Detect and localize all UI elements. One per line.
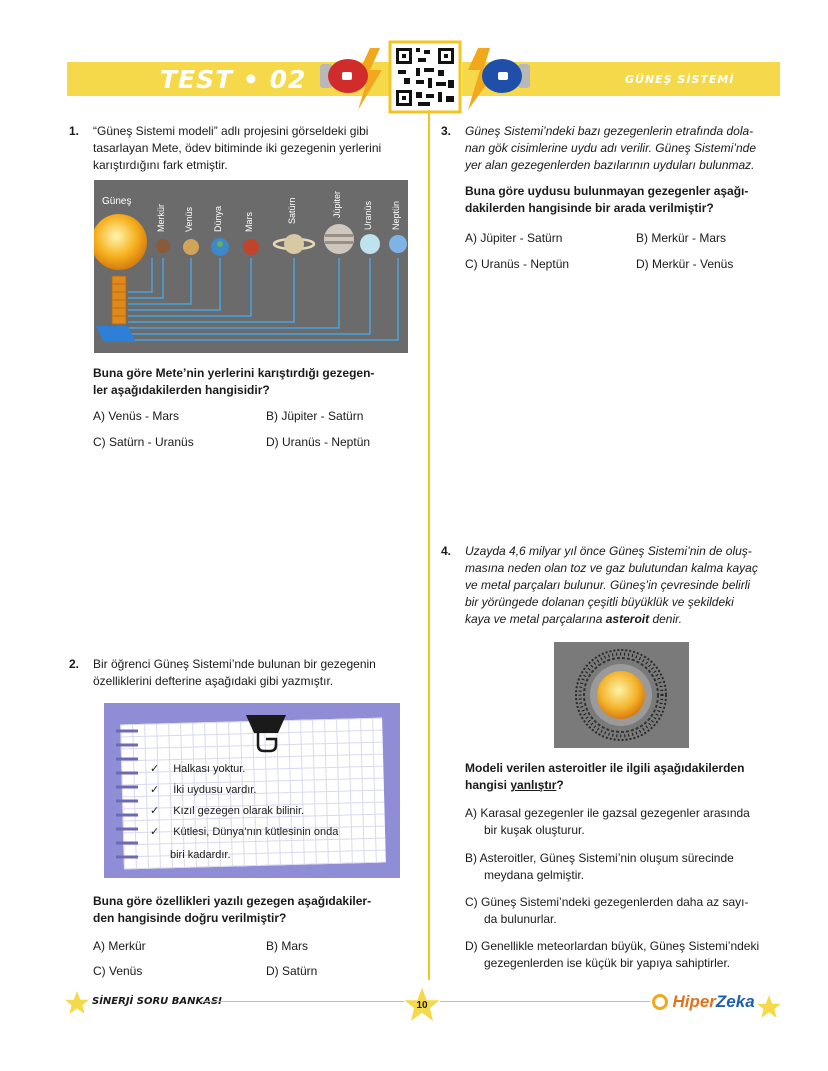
- note-line-2: ✓İki uydusu vardır.: [150, 784, 257, 796]
- topic-label: GÜNEŞ SİSTEMİ: [625, 73, 735, 86]
- q4-option-c[interactable]: C) Güneş Sistemi’ndeki gezegenlerden dah…: [465, 895, 749, 926]
- q2-notebook-figure: ✓Halkası yoktur. ✓İki uydusu vardır. ✓Kı…: [104, 703, 400, 878]
- star-right-icon: [757, 995, 781, 1018]
- spiral-binding: [116, 729, 138, 859]
- brand-logo: HiperZeka: [652, 992, 755, 1012]
- q3-number: 3.: [441, 124, 452, 138]
- q2-stem: Bir öğrenci Güneş Sistemi’nde bulunan bi…: [93, 657, 376, 688]
- star-left-icon: [65, 991, 89, 1014]
- red-boxing-glove-icon: [320, 59, 368, 93]
- q4-asteroid-belt-figure: [554, 642, 689, 748]
- test-label: TEST • 02: [160, 65, 307, 94]
- page-number: 10: [416, 1000, 428, 1011]
- q3-option-d[interactable]: D) Merkür - Venüs: [636, 257, 734, 271]
- planet-label-venus: Venüs: [184, 206, 194, 232]
- blue-boxing-glove-icon: [482, 59, 530, 93]
- series-title: SİNERJİ SORU BANKASI: [92, 996, 222, 1007]
- q4-question: Modeli verilen asteroitler ile ilgili aş…: [465, 761, 745, 792]
- page-number-star-icon: [404, 987, 440, 1021]
- planet-label-merkur: Merkür: [156, 203, 166, 232]
- note-line-3: ✓Kızıl gezegen olarak bilinir.: [150, 805, 305, 817]
- q3-question: Buna göre uydusu bulunmayan gezegenler a…: [465, 184, 749, 215]
- q1-option-a[interactable]: A) Venüs - Mars: [93, 409, 180, 423]
- q1-option-c[interactable]: C) Satürn - Uranüs: [93, 435, 194, 449]
- q2-number: 2.: [69, 657, 80, 671]
- planet-label-dunya: Dünya: [213, 205, 223, 232]
- q1-stem: “Güneş Sistemi modeli” adlı projesini gö…: [93, 124, 382, 172]
- q2-option-d[interactable]: D) Satürn: [266, 964, 318, 978]
- asteroit-term: asteroit: [605, 612, 650, 626]
- column-divider: [428, 110, 430, 980]
- footer-line-left: [200, 1001, 404, 1002]
- planet-label-mars: Mars: [244, 212, 254, 232]
- q3-stem: Güneş Sistemi’ndeki bazı gezegenlerin et…: [465, 124, 757, 172]
- q4-number: 4.: [441, 544, 452, 558]
- q4-option-d[interactable]: D) Genellikle meteorlardan büyük, Güneş …: [465, 939, 760, 970]
- qr-code-icon: [388, 40, 462, 114]
- planet-label-uranus: Uranüs: [363, 200, 373, 230]
- binder-clip-icon: [246, 715, 286, 753]
- footer-line-right: [440, 1001, 650, 1002]
- note-line-4: ✓Kütlesi, Dünya’nın kütlesinin onda: [150, 826, 339, 838]
- note-line-5: biri kadardır.: [170, 849, 231, 861]
- brand-swirl-icon: [652, 994, 668, 1010]
- planet-label-neptun: Neptün: [391, 200, 401, 230]
- q4-stem: Uzayda 4,6 milyar yıl önce Güneş Sistemi…: [465, 544, 758, 626]
- sun-label: Güneş: [102, 196, 132, 207]
- q3-option-b[interactable]: B) Merkür - Mars: [636, 231, 726, 245]
- q2-option-c[interactable]: C) Venüs: [93, 964, 143, 978]
- lightning-right-icon: [468, 48, 494, 110]
- q4-option-a[interactable]: A) Karasal gezegenler ile gazsal gezegen…: [465, 806, 750, 837]
- q1-question: Buna göre Mete’nin yerlerini karıştırdığ…: [93, 366, 375, 397]
- planet-label-saturn: Satürn: [287, 197, 297, 224]
- q1-solar-model-figure: Güneş Merkür Venüs Dünya Mars Satürn Jüp…: [94, 180, 408, 353]
- q3-option-c[interactable]: C) Uranüs - Neptün: [465, 257, 570, 271]
- q1-option-b[interactable]: B) Jüpiter - Satürn: [266, 409, 364, 423]
- q4-option-b[interactable]: B) Asteroitler, Güneş Sistemi’nin oluşum…: [465, 851, 734, 882]
- q1-number: 1.: [69, 124, 80, 138]
- lightning-left-icon: [356, 48, 382, 110]
- q2-option-b[interactable]: B) Mars: [266, 939, 308, 953]
- planet-label-jupiter: Jüpiter: [332, 190, 342, 218]
- q3-option-a[interactable]: A) Jüpiter - Satürn: [465, 231, 563, 245]
- boxing-qr-emblem: [320, 40, 530, 114]
- q1-option-d[interactable]: D) Uranüs - Neptün: [266, 435, 371, 449]
- q2-question: Buna göre özellikleri yazılı gezegen aşa…: [93, 894, 372, 925]
- q2-option-a[interactable]: A) Merkür: [93, 939, 146, 953]
- note-line-1: ✓Halkası yoktur.: [150, 763, 246, 775]
